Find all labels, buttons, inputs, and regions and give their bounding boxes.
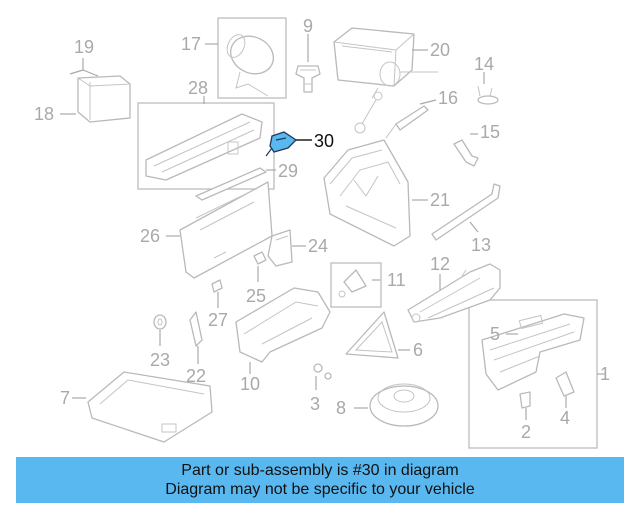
callout-17: 17: [181, 34, 201, 54]
callout-6: 6: [413, 340, 423, 360]
callout-3: 3: [310, 394, 320, 414]
callout-19: 19: [74, 37, 94, 57]
callout-26: 26: [140, 226, 160, 246]
callout-27: 27: [208, 310, 228, 330]
part-25: [253, 251, 267, 282]
part-14: [477, 72, 499, 105]
part-10: [235, 287, 331, 374]
callout-21: 21: [430, 190, 450, 210]
banner-line-disclaimer: Diagram may not be specific to your vehi…: [165, 481, 475, 498]
callout-23: 23: [150, 350, 170, 370]
part-2: [519, 391, 531, 420]
part-22: [189, 311, 203, 364]
part-15: [453, 133, 479, 167]
part-26: [166, 181, 273, 279]
part-4: [555, 371, 575, 408]
part-30-highlighted: [265, 131, 312, 157]
part-7: [72, 371, 213, 443]
part-27: [211, 279, 223, 308]
part-3: [313, 363, 332, 390]
part-18-19: [60, 58, 131, 123]
part-9: [295, 34, 321, 93]
part-6: [345, 311, 410, 359]
callout-15: 15: [480, 122, 500, 142]
part-17: [205, 34, 274, 97]
callout-22: 22: [186, 366, 206, 386]
part-20: [333, 27, 438, 101]
callout-2: 2: [521, 422, 531, 442]
part-29: [195, 167, 276, 201]
callout-29: 29: [278, 161, 298, 181]
callout-11: 11: [387, 270, 406, 290]
callout-16: 16: [438, 88, 458, 108]
part-28: [145, 96, 263, 181]
parts-diagram: 19 18 17 9 20 14 16 15 28 30 29 21 26 24…: [34, 16, 610, 449]
callout-25: 25: [246, 286, 266, 306]
part-24: [267, 229, 306, 267]
part-1: [481, 313, 606, 391]
callout-28: 28: [188, 78, 208, 98]
callout-8: 8: [336, 398, 346, 418]
callout-12: 12: [430, 254, 450, 274]
info-banner: Part or sub-assembly is #30 in diagram D…: [16, 457, 624, 503]
part-13: [431, 183, 501, 241]
callout-24: 24: [308, 236, 328, 256]
callout-4: 4: [560, 408, 570, 428]
banner-line-part: Part or sub-assembly is #30 in diagram: [181, 462, 459, 479]
part-12: [407, 263, 501, 323]
callout-18: 18: [34, 104, 54, 124]
callout-1: 1: [600, 364, 610, 384]
callout-20: 20: [430, 40, 450, 60]
callout-7: 7: [60, 388, 70, 408]
part-11: [338, 269, 380, 298]
frame-17: [217, 17, 287, 99]
callout-9: 9: [303, 16, 313, 36]
part-16: [354, 99, 437, 139]
callout-14: 14: [474, 54, 494, 74]
part-8: [354, 383, 439, 427]
callout-10: 10: [240, 374, 260, 394]
part-23: [153, 314, 167, 346]
callout-5: 5: [490, 324, 500, 344]
part-21: [323, 139, 428, 247]
callout-13: 13: [471, 235, 491, 255]
callout-30: 30: [314, 131, 334, 151]
frame-11: [330, 262, 382, 308]
